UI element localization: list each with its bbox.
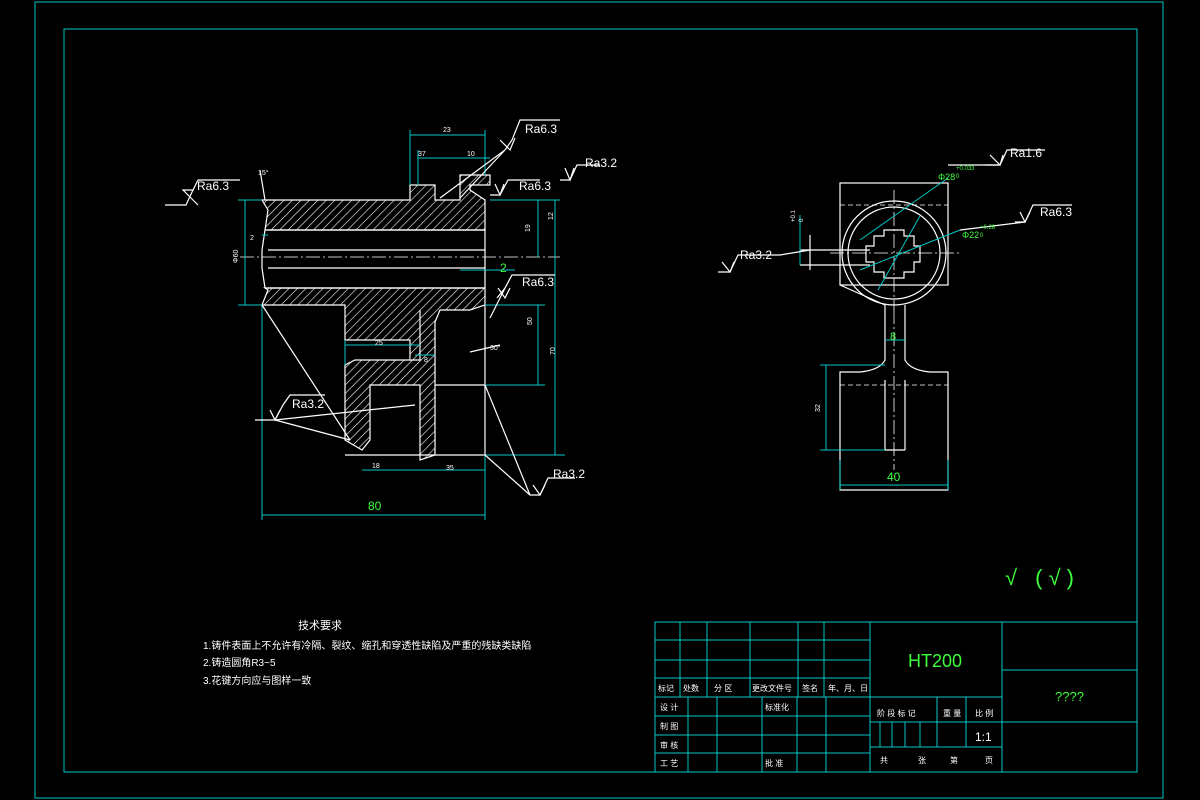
dim-40: 40 — [887, 470, 901, 484]
tb-page: 页 — [985, 756, 993, 765]
general-roughness-symbol: √ (√) — [1005, 565, 1080, 590]
dim-phi22-tol0: 0 — [980, 233, 984, 239]
tb-approve: 批 准 — [765, 758, 783, 768]
tb-total: 共 — [880, 756, 888, 765]
dim-k-tol: +0.1 — [791, 209, 797, 222]
tb-process: 工 艺 — [660, 759, 678, 768]
roughness-symbols-left — [165, 119, 600, 497]
dim-phi22-tol: +0.28 — [980, 225, 996, 231]
ra-label-2: Ra6.3 — [525, 122, 557, 136]
lower-wall — [261, 287, 486, 461]
tb-design: 设 计 — [660, 702, 678, 712]
outer-frame — [34, 1, 1164, 799]
tb-no: 第 — [950, 755, 958, 765]
tech-req-title: 技术要求 — [298, 619, 342, 632]
part-name: ???? — [1055, 689, 1084, 704]
dim-2-green: 2 — [500, 261, 507, 275]
tech-req-item-3: 3.花键方向应与图样一致 — [203, 674, 311, 687]
title-block-grid — [654, 621, 1138, 773]
ra-label-4: Ra6.3 — [519, 179, 551, 193]
dim-10: 10 — [467, 151, 475, 158]
dim-37: 37 — [418, 151, 426, 158]
section-view — [238, 130, 565, 520]
dim-12: 12 — [548, 212, 555, 220]
material: HT200 — [908, 651, 962, 671]
tb-label-count: 处数 — [683, 683, 699, 693]
ra-label-5: Ra6.3 — [522, 275, 554, 289]
tb-label-change-doc: 更改文件号 — [752, 683, 792, 693]
tb-stage: 阶 段 标 记 — [877, 708, 916, 718]
tb-label-zone: 分 区 — [714, 684, 732, 693]
scale: 1:1 — [975, 730, 992, 744]
tech-req-item-1: 1.铸件表面上不允许有冷隔、裂纹、缩孔和穿透性缺陷及严重的残缺类缺陷 — [203, 639, 531, 652]
tb-label-sign: 签名 — [802, 683, 818, 693]
dim-phi60: Φ60 — [233, 250, 240, 263]
dim-80: 80 — [368, 499, 382, 513]
dim-phi28-tol0: 0 — [956, 174, 960, 180]
ra-label-9: Ra6.3 — [1040, 205, 1072, 219]
ra-label-7: Ra3.2 — [553, 467, 585, 481]
inner-frame — [63, 28, 1138, 773]
dim-18: 18 — [372, 463, 380, 470]
tb-ratio: 比 例 — [975, 708, 993, 718]
dim-50: 50 — [527, 317, 534, 325]
ra-label-8: Ra1.6 — [1010, 146, 1042, 160]
tb-draw: 制 图 — [660, 721, 678, 731]
tb-weight: 重 量 — [943, 708, 961, 718]
tb-review: 审 核 — [660, 740, 678, 750]
dim-8-green: 8 — [890, 331, 896, 343]
dim-32: 32 — [815, 404, 822, 412]
dim-8-small: 8 — [424, 357, 428, 364]
dim-k-tol0: 0 — [799, 218, 805, 222]
dim-25: 25 — [375, 340, 383, 347]
dim-30deg: 30° — [490, 344, 501, 352]
tb-standard: 标准化 — [765, 702, 789, 712]
flange-web — [410, 310, 421, 361]
ra-label-10: Ra3.2 — [740, 248, 772, 262]
dim-phi28: Φ28 — [938, 172, 955, 182]
tb-sheets: 张 — [918, 756, 926, 765]
dim-23: 23 — [443, 127, 451, 134]
ra-label-3: Ra3.2 — [585, 156, 617, 170]
dim-phi28-tol: +0.033 — [956, 166, 975, 172]
dim-35: 35 — [446, 465, 454, 472]
spline-hole — [865, 229, 921, 279]
side-view — [718, 149, 1072, 491]
dim-19: 19 — [525, 224, 532, 232]
dim-2-left: 2 — [250, 235, 254, 242]
dim-phi22: Φ22 — [962, 230, 979, 240]
dim-15deg: 15° — [258, 169, 269, 177]
tb-label-date: 年、月、日 — [828, 683, 868, 693]
ra-label-1: Ra6.3 — [197, 179, 229, 193]
dim-70: 70 — [550, 347, 557, 355]
tb-label-mark: 标记 — [658, 683, 674, 693]
tech-req-item-2: 2.铸造圆角R3~5 — [203, 656, 276, 669]
upper-wall — [260, 174, 491, 231]
ra-label-6: Ra3.2 — [292, 397, 324, 411]
